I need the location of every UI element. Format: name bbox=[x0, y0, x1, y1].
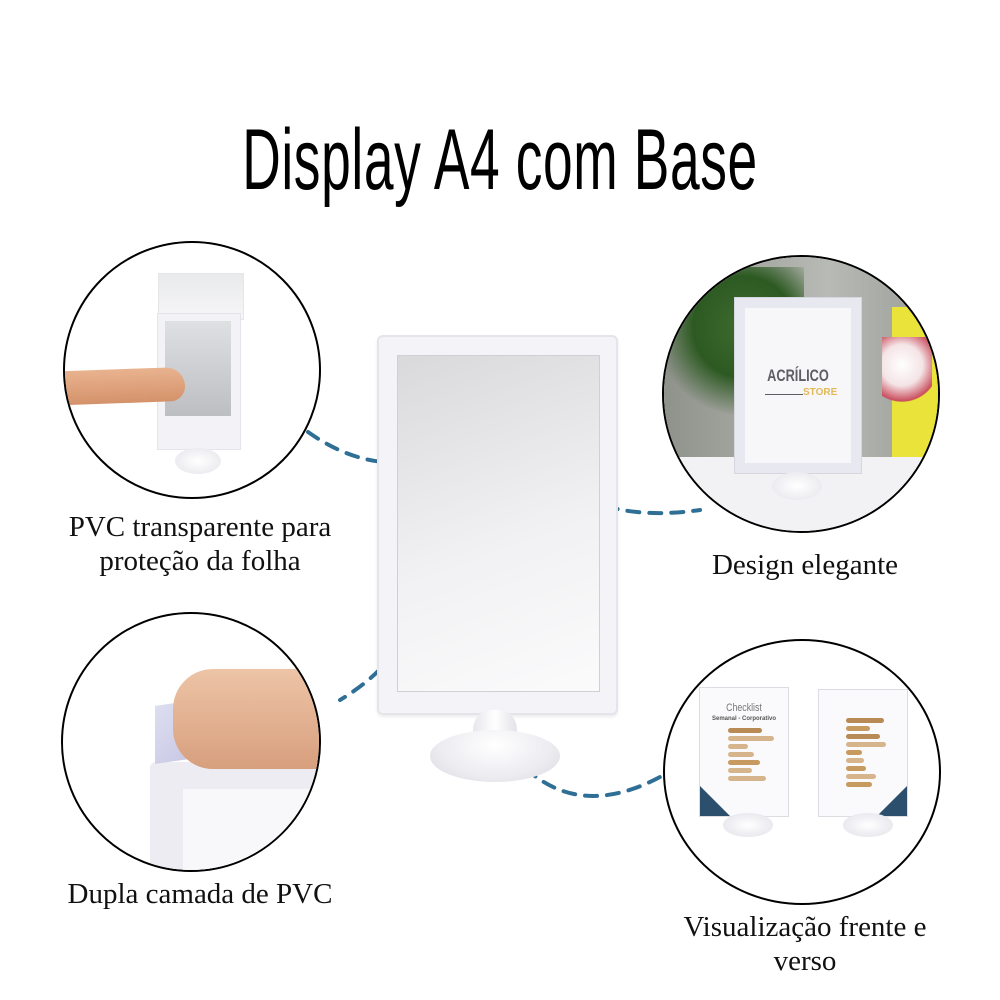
checklist-title: Checklist bbox=[726, 702, 762, 714]
brand-underline bbox=[765, 394, 803, 395]
checklist-back-stand bbox=[843, 813, 893, 837]
label-elegant-design: Design elegante bbox=[660, 548, 950, 582]
checklist-pills bbox=[728, 728, 778, 781]
brand-name: ACRÍLICO bbox=[767, 366, 829, 385]
fingers bbox=[173, 669, 319, 769]
label-front-back: Visualização frente e verso bbox=[650, 910, 960, 978]
label-line: Dupla camada de PVC bbox=[67, 878, 333, 910]
main-product-display bbox=[377, 335, 620, 715]
page-title: Display A4 com Base bbox=[242, 112, 758, 208]
label-line: PVC transparente para bbox=[68, 511, 332, 543]
checklist-back-triangles bbox=[877, 786, 907, 816]
label-line: verso bbox=[773, 945, 837, 977]
checklist-back-pills bbox=[846, 718, 896, 787]
frame-glass bbox=[397, 355, 600, 692]
checklist-subtitle: Semanal - Corporativo bbox=[711, 716, 776, 722]
hand bbox=[65, 366, 186, 406]
label-line: Visualização frente e bbox=[683, 911, 927, 943]
stand-base bbox=[430, 730, 560, 782]
checklist-front-stand bbox=[723, 813, 773, 837]
brand-frame: ACRÍLICO STORE bbox=[734, 297, 862, 474]
checklist-triangles bbox=[700, 786, 730, 816]
brand-paper: ACRÍLICO STORE bbox=[745, 308, 851, 463]
feature-image-double-layer bbox=[61, 612, 321, 872]
feature-image-elegant-design: ACRÍLICO STORE bbox=[662, 255, 940, 533]
small-glass bbox=[165, 321, 231, 416]
small-stand bbox=[175, 448, 221, 474]
label-line: proteção da folha bbox=[99, 545, 301, 577]
inner-sheet bbox=[183, 789, 319, 870]
checklist-back bbox=[818, 689, 908, 817]
orchid bbox=[882, 337, 932, 407]
label-pvc-protection: PVC transparente para proteção da folha bbox=[30, 510, 370, 578]
checklist-front: Checklist Semanal - Corporativo bbox=[699, 687, 789, 817]
feature-image-front-back: Checklist Semanal - Corporativo bbox=[663, 639, 941, 905]
brand-stand bbox=[772, 472, 822, 500]
brand-sub: STORE bbox=[803, 387, 838, 398]
label-double-layer: Dupla camada de PVC bbox=[30, 877, 370, 911]
label-line: Design elegante bbox=[711, 549, 898, 581]
top-sheet bbox=[158, 273, 244, 320]
feature-image-pvc-protection bbox=[63, 241, 321, 499]
